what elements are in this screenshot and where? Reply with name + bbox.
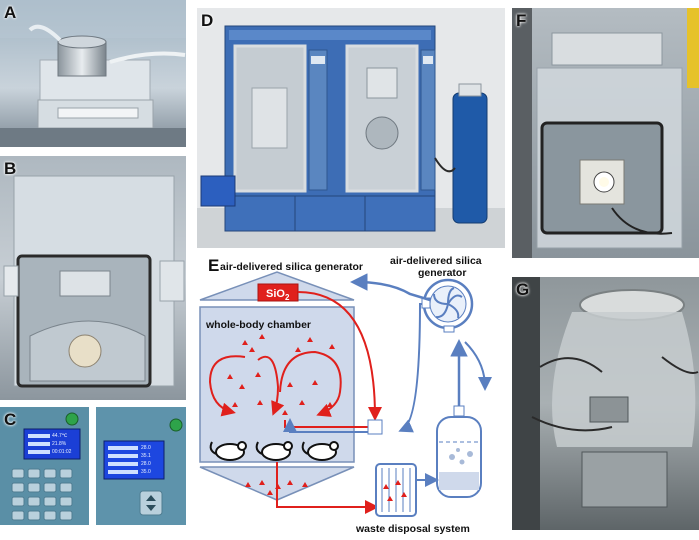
valve	[367, 419, 383, 435]
panel-a-photo: A	[0, 0, 186, 147]
label-sio2: SiO2	[266, 288, 290, 302]
panel-d-photo: D	[197, 8, 505, 248]
chamber-hood-photo	[512, 277, 699, 530]
left-screen-row: 21.8%	[52, 441, 67, 447]
label-waste: waste disposal system	[355, 523, 470, 535]
right-screen-row: 35.0	[141, 469, 151, 475]
silica-particles	[227, 334, 335, 495]
chamber-with-lamp-photo	[512, 8, 699, 258]
label-generator-right-line1: air-delivered silica	[390, 255, 482, 267]
rat-icon	[255, 441, 293, 461]
right-screen-readout: 28.0 35.1 28.0 35.0	[141, 444, 151, 476]
panel-d-letter: D	[201, 11, 214, 30]
panel-f-photo: F	[512, 8, 699, 258]
right-screen-row: 28.0	[141, 445, 151, 451]
label-generator-left: air-delivered silica generator	[220, 261, 363, 273]
rat-icon	[209, 441, 247, 461]
silica-generator-device-photo	[0, 0, 186, 147]
panel-c-photo: 44.7℃ 21.8% 00:01:02 28.0 35.1 28.0 35.0…	[0, 407, 186, 525]
panel-g-photo: G	[512, 277, 699, 530]
label-generator-right-line2: generator	[418, 267, 466, 279]
right-screen-row: 28.0	[141, 461, 151, 467]
panel-g-letter: G	[516, 280, 530, 299]
panel-c-letter: C	[4, 410, 17, 429]
panel-a-letter: A	[4, 3, 17, 22]
control-panels-photo	[0, 407, 186, 525]
left-screen-readout: 44.7℃ 21.8% 00:01:02	[52, 432, 71, 456]
panel-b-photo: B	[0, 156, 186, 400]
left-screen-row: 00:01:02	[52, 449, 72, 455]
rat-icon	[301, 441, 339, 461]
exposure-cabinet-photo	[197, 8, 505, 248]
panel-e-letter: E	[208, 256, 219, 275]
panel-b-letter: B	[4, 159, 17, 178]
left-screen-row: 44.7℃	[52, 433, 68, 439]
rat-icons	[209, 441, 339, 461]
label-chamber: whole-body chamber	[205, 319, 311, 331]
panel-f-letter: F	[516, 11, 527, 30]
panel-e-schematic: E air-delivered silica generator air-del…	[190, 252, 510, 540]
chamber-interior-photo	[0, 156, 186, 400]
exposure-system-schematic: E air-delivered silica generator air-del…	[199, 255, 492, 535]
right-screen-row: 35.1	[141, 453, 151, 459]
